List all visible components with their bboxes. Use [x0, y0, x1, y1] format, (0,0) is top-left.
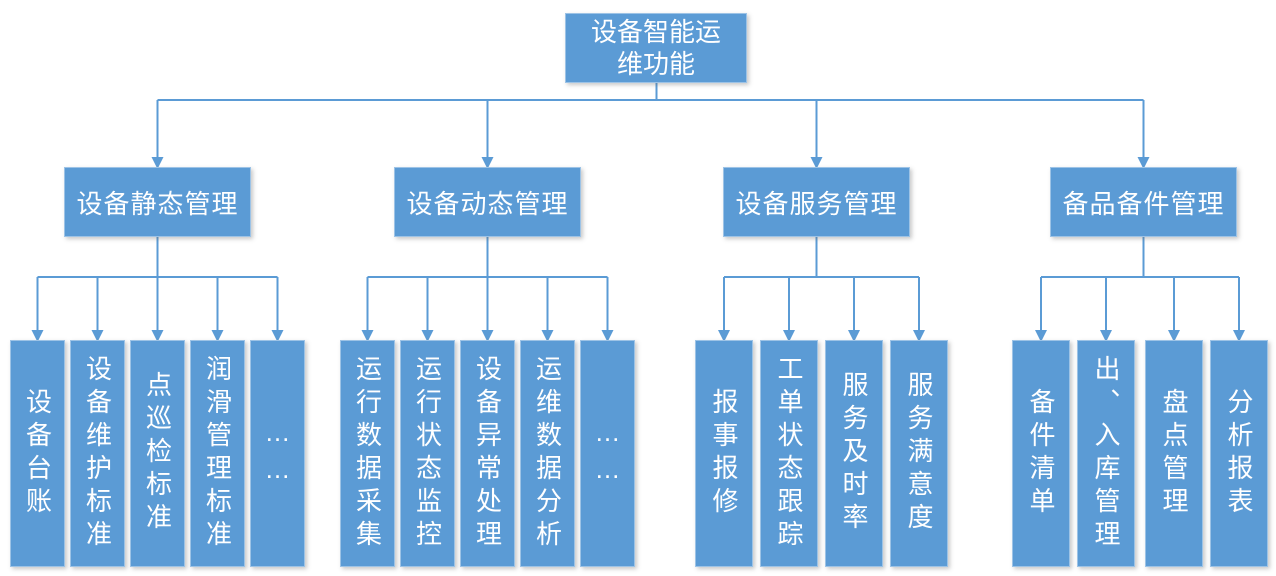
leaf-label: 运行数据采集 [352, 354, 383, 553]
leaf-label: 运行状态监控 [412, 354, 443, 553]
leaf-label: 设备台账 [22, 387, 53, 520]
leaf-node: 盘点管理 [1145, 340, 1203, 567]
leaf-label: 设备维护标准 [82, 354, 113, 553]
leaf-node: 点巡检标准 [130, 340, 185, 567]
leaf-node: 报事报修 [695, 340, 753, 567]
leaf-node: 润滑管理标准 [190, 340, 245, 567]
leaf-label: 设备异常处理 [472, 354, 503, 553]
leaf-label: 服务及时率 [839, 371, 869, 536]
leaf-node: 服务满意度 [890, 340, 948, 567]
branch-service-mgmt: 设备服务管理 [723, 167, 910, 237]
leaf-node: 设备台账 [10, 340, 65, 567]
leaf-label: 服务满意度 [904, 371, 934, 536]
leaf-node: 分析报表 [1210, 340, 1268, 567]
leaf-label: 工单状态跟踪 [774, 354, 804, 553]
branch-spare-parts-mgmt: 备品备件管理 [1050, 167, 1237, 237]
leaf-label: 点巡检标准 [142, 371, 173, 536]
leaf-label: 分析报表 [1224, 387, 1254, 520]
leaf-node: 设备维护标准 [70, 340, 125, 567]
leaf-node: 工单状态跟踪 [760, 340, 818, 567]
leaf-label: 运维数据分析 [532, 354, 563, 553]
leaf-node-ellipsis: …… [250, 340, 305, 567]
leaf-label: 出、入库管理 [1091, 354, 1121, 553]
leaf-label: …… [262, 416, 293, 491]
branch-static-mgmt: 设备静态管理 [64, 167, 251, 237]
leaf-label: 报事报修 [709, 387, 739, 520]
leaf-node: 备件清单 [1012, 340, 1070, 567]
leaf-label: 润滑管理标准 [202, 354, 233, 553]
leaf-node: 服务及时率 [825, 340, 883, 567]
root-node: 设备智能运 维功能 [565, 13, 747, 83]
leaf-node-ellipsis: …… [580, 340, 635, 567]
leaf-node: 运行状态监控 [400, 340, 455, 567]
leaf-label: …… [592, 416, 623, 491]
leaf-label: 盘点管理 [1159, 387, 1189, 520]
leaf-node: 运维数据分析 [520, 340, 575, 567]
leaf-node: 设备异常处理 [460, 340, 515, 567]
leaf-label: 备件清单 [1026, 387, 1056, 520]
branch-dynamic-mgmt: 设备动态管理 [394, 167, 581, 237]
leaf-node: 出、入库管理 [1077, 340, 1135, 567]
leaf-node: 运行数据采集 [340, 340, 395, 567]
